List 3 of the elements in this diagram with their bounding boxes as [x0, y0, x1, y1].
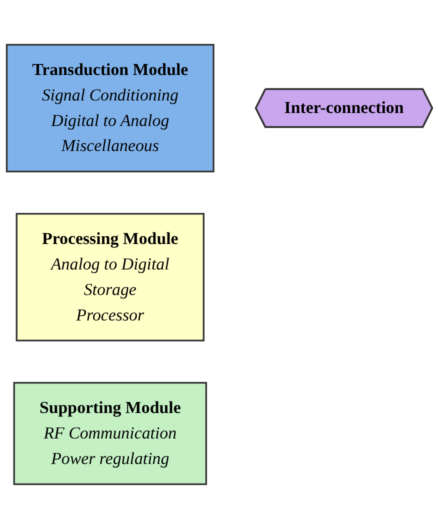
node-box: Processing Module Analog to Digital Storage Processor — [16, 212, 204, 342]
node-box: Transduction Module Signal Conditioning Digital to Analog Miscellaneous — [6, 44, 214, 172]
node-box: Supporting Module RF Communication Power regulating — [13, 382, 208, 486]
